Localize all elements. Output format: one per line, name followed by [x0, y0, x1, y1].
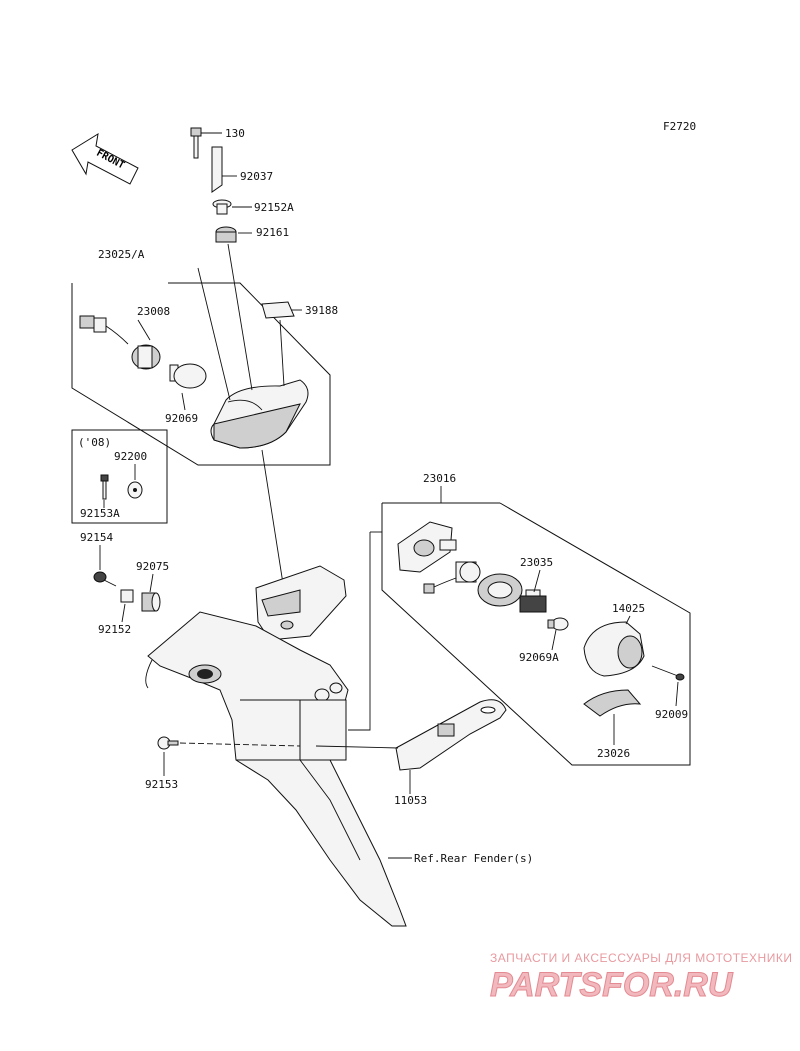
proj-line-3	[279, 319, 285, 387]
lamp-holder	[477, 573, 523, 607]
label-92069A: 92069A	[519, 651, 559, 664]
label-92037: 92037	[240, 170, 273, 183]
watermark-logo-icon: ЗАПЧАСТИ И АКСЕССУАРЫ ДЛЯ МОТОТЕХНИКИ PA…	[490, 951, 792, 1005]
proj-line-4	[261, 449, 285, 591]
rear-fender	[145, 611, 407, 927]
screw-92009	[651, 665, 685, 681]
label-23016: 23016	[423, 472, 456, 485]
label-92154: 92154	[80, 531, 113, 544]
screw-92154	[93, 571, 117, 587]
screw-92153A	[100, 474, 109, 500]
label-92153: 92153	[145, 778, 178, 791]
collar-92152A	[212, 199, 232, 215]
lamp-socket	[423, 561, 481, 594]
lamp-base	[397, 521, 457, 573]
leader-92075	[149, 573, 154, 593]
tail-lamp-housing	[210, 379, 309, 449]
leader-23008	[137, 319, 151, 341]
watermark-logo: PARTSFOR.RU	[490, 966, 734, 1004]
label-23008: 23008	[137, 305, 170, 318]
proj-line-92153	[179, 742, 301, 747]
label-23026: 23026	[597, 747, 630, 760]
proj-line-11053	[315, 745, 399, 749]
label-39188: 39188	[305, 304, 338, 317]
tail-bracket	[255, 565, 347, 641]
socket-23035	[519, 589, 547, 613]
leader-92152	[121, 603, 126, 623]
proj-line-23016	[348, 532, 371, 731]
label-23035: 23035	[520, 556, 553, 569]
label-92069: 92069	[165, 412, 198, 425]
leader-92069	[181, 392, 186, 411]
washer-92200	[127, 481, 143, 499]
frame-23016	[381, 502, 691, 766]
license-bracket-11053	[395, 699, 507, 771]
label-92009: 92009	[655, 708, 688, 721]
grommet-92075	[141, 592, 161, 612]
label-92200: 92200	[114, 450, 147, 463]
socket-23008	[79, 315, 161, 370]
leader-14025	[625, 615, 631, 625]
diagram-id: F2720	[663, 120, 696, 133]
label-130: 130	[225, 127, 245, 140]
leader-92009	[675, 681, 679, 707]
bulb-92069	[169, 363, 207, 389]
label-11053: 11053	[394, 794, 427, 807]
collar-92152	[120, 589, 134, 603]
label-92075: 92075	[136, 560, 169, 573]
collar-92037	[211, 146, 223, 193]
label-92153A: 92153A	[80, 507, 120, 520]
label-08: ('08)	[78, 436, 111, 449]
label-92152: 92152	[98, 623, 131, 636]
label-14025: 14025	[612, 602, 645, 615]
frame-08	[71, 429, 168, 524]
watermark-tagline: ЗАПЧАСТИ И АКСЕССУАРЫ ДЛЯ МОТОТЕХНИКИ	[490, 951, 792, 965]
lens-14025	[583, 621, 645, 677]
label-92161: 92161	[256, 226, 289, 239]
bolt-130	[190, 127, 202, 159]
sticker-39188	[261, 301, 295, 319]
front-arrow-icon: FRONT	[71, 132, 139, 185]
leader-92069A	[551, 629, 557, 651]
label-ref-rear-fender: Ref.Rear Fender(s)	[414, 852, 533, 865]
label-23025A: 23025/A	[98, 248, 145, 261]
gasket-23026	[583, 689, 642, 717]
proj-line-1	[227, 243, 253, 391]
screw-92153	[157, 736, 179, 750]
frame-23025	[71, 282, 331, 466]
bulb-92069A	[547, 617, 569, 631]
label-92152A: 92152A	[254, 201, 294, 214]
proj-line-2	[197, 267, 231, 401]
leader-23035	[533, 569, 541, 593]
grommet-92161	[215, 226, 237, 243]
